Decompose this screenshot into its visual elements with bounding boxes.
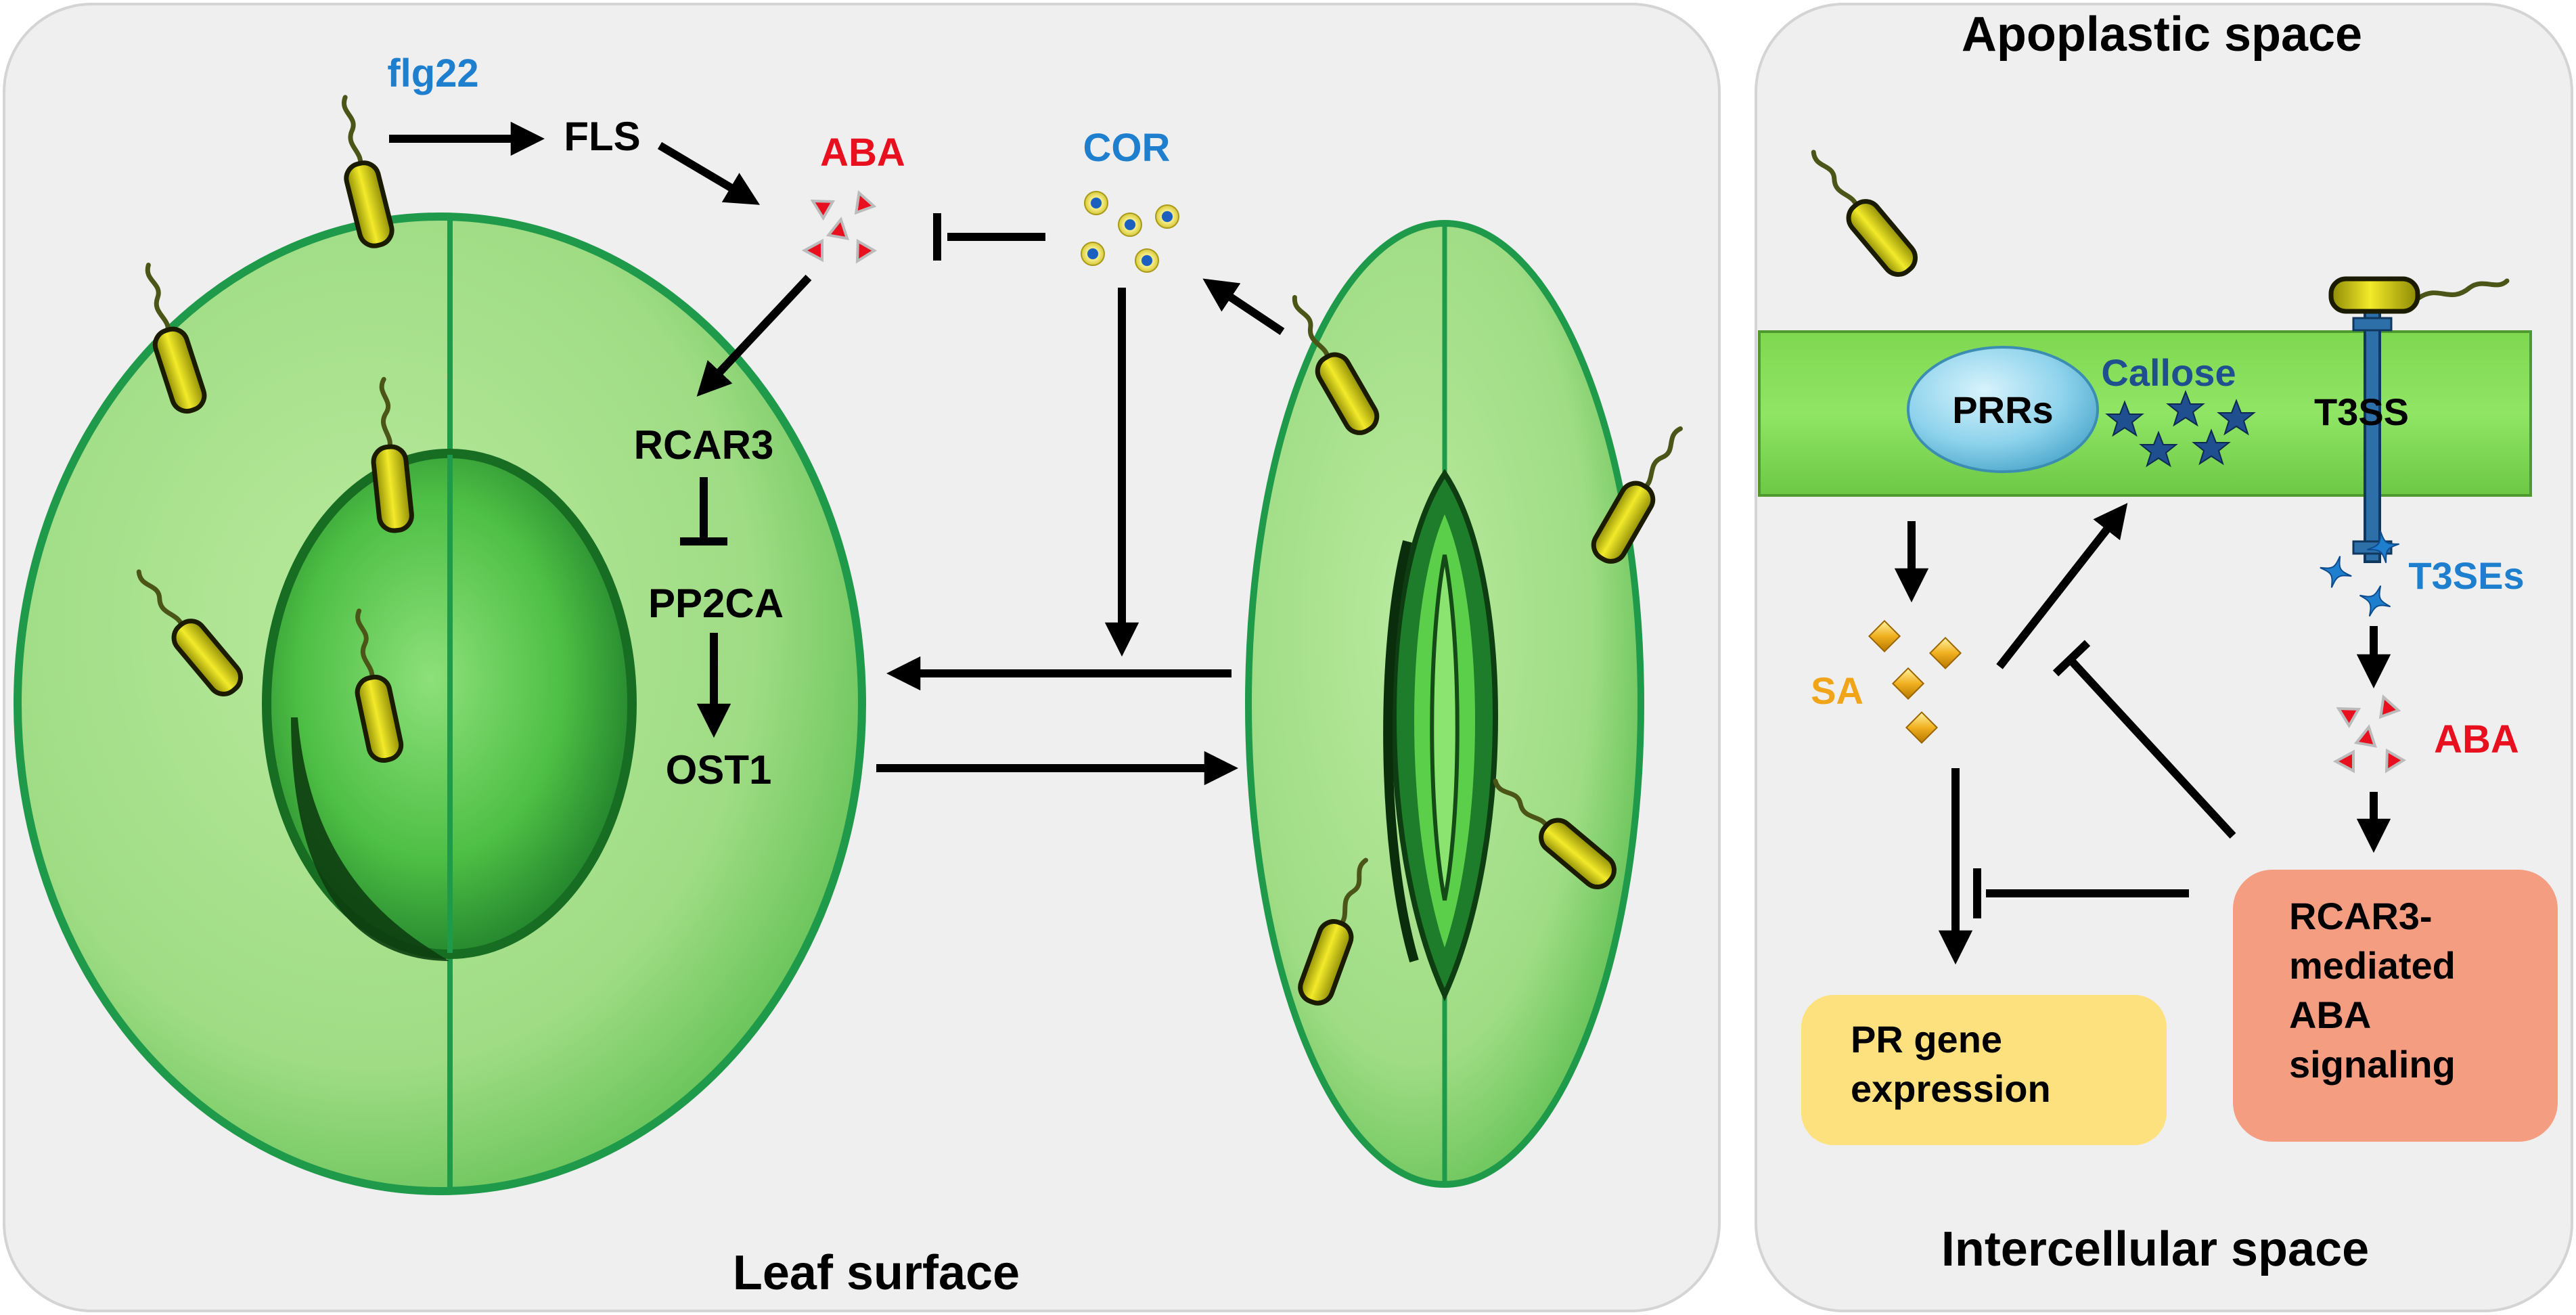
apoplastic-space-title: Apoplastic space (1962, 7, 2362, 62)
rcar3-box-text: RCAR3- mediated ABA signaling (2289, 895, 2466, 1086)
ost1-label: OST1 (666, 747, 772, 793)
rcar3-line1: RCAR3- (2289, 895, 2433, 937)
flg22-label: flg22 (387, 51, 478, 95)
rcar3-line3: ABA (2289, 994, 2370, 1036)
aba-label-left: ABA (820, 131, 905, 175)
intercellular-space-title: Intercellular space (1941, 1222, 2369, 1276)
leaf-surface-caption: Leaf surface (733, 1246, 1020, 1300)
t3ses-label: T3SEs (2408, 554, 2524, 597)
rcar3-signaling-box (2233, 870, 2558, 1142)
pr-gene-line2: expression (1851, 1067, 2051, 1110)
pp2ca-label: PP2CA (648, 581, 784, 626)
guard-cell-side (1245, 220, 1644, 1188)
t3ss-label: T3SS (2314, 391, 2409, 433)
prrs-label: PRRs (1952, 388, 2053, 431)
pr-gene-box-text: PR gene expression (1851, 1018, 2051, 1110)
rcar3-label-left: RCAR3 (634, 422, 774, 468)
fls-label: FLS (564, 114, 640, 159)
sa-label: SA (1811, 669, 1863, 712)
prrs-receptor (1907, 346, 2099, 473)
rcar3-line4: signaling (2289, 1043, 2456, 1086)
plasma-membrane (1758, 330, 2532, 497)
pr-gene-box (1801, 995, 2167, 1145)
pr-gene-line1: PR gene (1851, 1018, 2002, 1061)
aba-label-right: ABA (2434, 717, 2519, 761)
callose-label: Callose (2101, 351, 2236, 394)
cor-label: COR (1083, 126, 1171, 170)
left-arrows (389, 121, 1285, 786)
guard-cell-front (14, 213, 866, 1195)
bacterium-t3ss (2328, 276, 2510, 314)
right-arrows (1894, 503, 2391, 965)
rcar3-line2: mediated (2289, 944, 2456, 987)
